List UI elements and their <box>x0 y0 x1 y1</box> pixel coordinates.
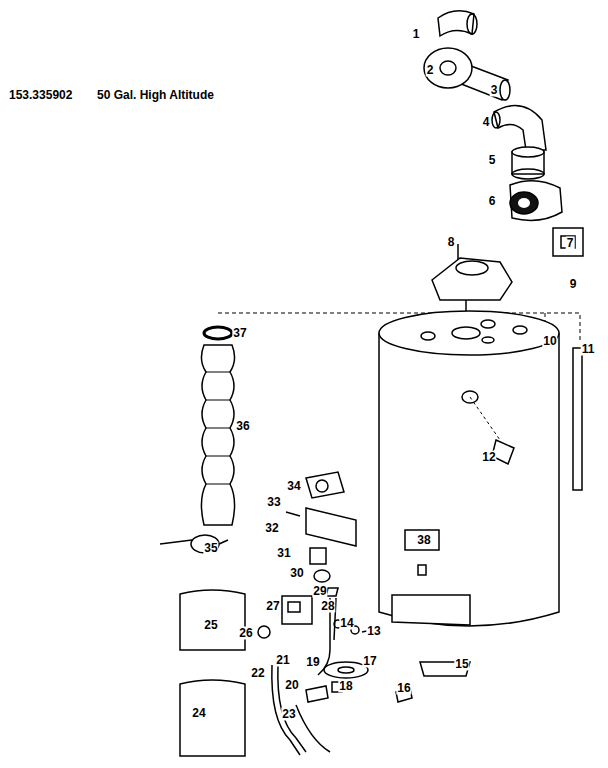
callout-number: 12 <box>481 451 496 464</box>
callout-number: 15 <box>454 658 469 671</box>
callout-number: 10 <box>542 335 557 348</box>
callout-number: 4 <box>482 116 491 129</box>
callout-number: 30 <box>289 567 304 580</box>
callout-number: 36 <box>235 420 250 433</box>
callout-number: 8 <box>447 236 456 249</box>
callout-number: 28 <box>320 600 335 613</box>
title-text: 153.335902 <box>8 89 73 102</box>
callout-number: 14 <box>339 617 354 630</box>
callout-number: 11 <box>581 343 596 356</box>
callout-number: 17 <box>362 655 377 668</box>
callout-number: 2 <box>426 64 435 77</box>
callout-number: 16 <box>396 682 411 695</box>
callout-number: 9 <box>569 278 578 291</box>
callout-number: 29 <box>312 585 327 598</box>
callout-number: 26 <box>238 627 253 640</box>
callout-number: 21 <box>275 654 290 667</box>
callout-number: 18 <box>338 680 353 693</box>
callout-number: 6 <box>488 195 497 208</box>
callout-number: 38 <box>416 534 431 547</box>
callout-number: 1 <box>412 28 421 41</box>
callout-number: 35 <box>203 542 218 555</box>
title-text: 50 Gal. High Altitude <box>96 89 215 102</box>
callout-number: 33 <box>266 496 281 509</box>
callout-number: 31 <box>276 547 291 560</box>
callout-number: 20 <box>284 679 299 692</box>
callout-number: 37 <box>232 327 247 340</box>
callout-number: 19 <box>305 656 320 669</box>
callout-number: 25 <box>203 619 218 632</box>
callout-number: 5 <box>488 154 497 167</box>
callout-number: 22 <box>250 667 265 680</box>
callout-number: 13 <box>366 625 381 638</box>
callout-number: 27 <box>265 600 280 613</box>
callout-number: 32 <box>264 522 279 535</box>
callout-number: 3 <box>490 84 499 97</box>
callout-number: 34 <box>286 480 301 493</box>
callout-number: 7 <box>566 237 575 250</box>
callout-number: 23 <box>281 708 296 721</box>
callout-number: 24 <box>191 707 206 720</box>
